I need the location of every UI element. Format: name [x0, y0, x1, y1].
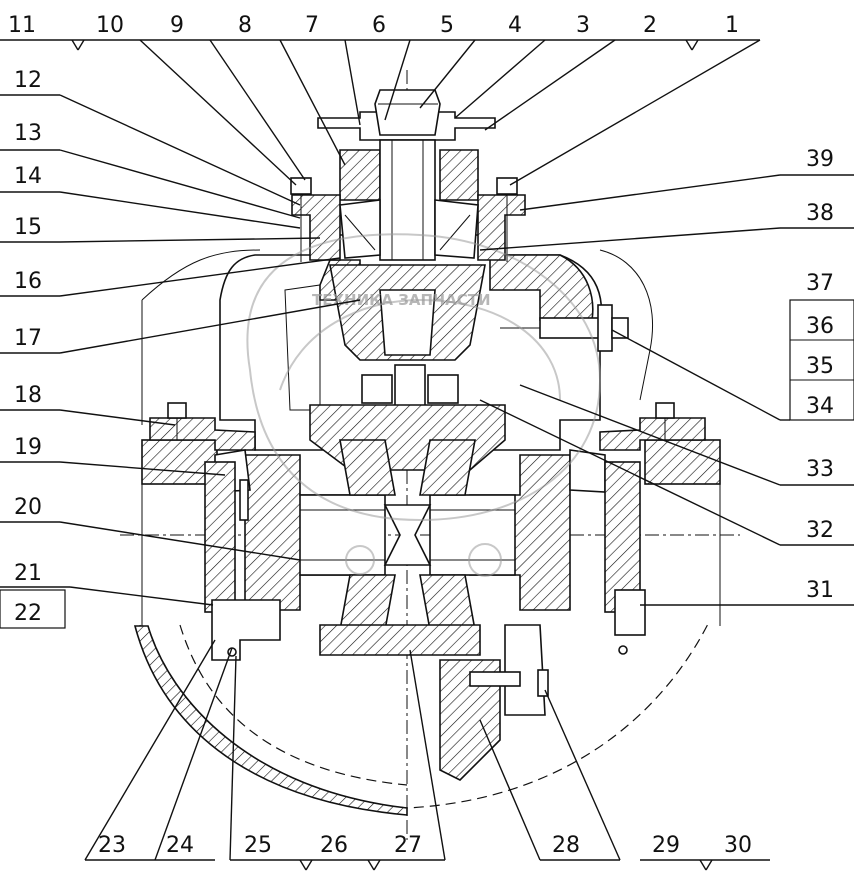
- callout-4: 4: [508, 13, 522, 38]
- callout-36: 36: [806, 314, 834, 339]
- callout-33: 33: [806, 457, 834, 482]
- callout-31: 31: [806, 578, 834, 603]
- callout-12: 12: [14, 68, 42, 93]
- callout-32: 32: [806, 518, 834, 543]
- callout-10: 10: [96, 13, 124, 38]
- callouts-left: 12 13 14 15 16 17 18 19 20 21 22: [14, 68, 42, 626]
- callout-20: 20: [14, 495, 42, 520]
- callout-7: 7: [305, 13, 319, 38]
- callout-18: 18: [14, 383, 42, 408]
- callout-2: 2: [643, 13, 657, 38]
- callout-19: 19: [14, 435, 42, 460]
- callout-13: 13: [14, 121, 42, 146]
- watermark-text: ТЕХНИКА ЗАПЧАСТИ: [312, 291, 491, 309]
- callout-17: 17: [14, 326, 42, 351]
- callout-26: 26: [320, 833, 348, 858]
- callout-38: 38: [806, 201, 834, 226]
- callout-24: 24: [166, 833, 194, 858]
- callout-1: 1: [725, 13, 739, 38]
- callouts-right: 39 38 37 36 35 34 33 32 31: [806, 147, 834, 603]
- callouts-top: 11 10 9 8 7 6 5 4 3 2 1: [8, 13, 739, 38]
- bottom-support: [439, 624, 549, 781]
- callout-11: 11: [8, 13, 36, 38]
- callout-34: 34: [806, 394, 834, 419]
- callouts-bottom: 23 24 25 26 27 28 29 30: [98, 833, 752, 858]
- callout-37: 37: [806, 271, 834, 296]
- callout-6: 6: [372, 13, 386, 38]
- callout-14: 14: [14, 164, 42, 189]
- leader-lines: [0, 39, 854, 871]
- callout-39: 39: [806, 147, 834, 172]
- callout-3: 3: [576, 13, 590, 38]
- callout-5: 5: [440, 13, 454, 38]
- watermark: ТЕХНИКА ЗАПЧАСТИ: [246, 233, 602, 577]
- callout-29: 29: [652, 833, 680, 858]
- callout-25: 25: [244, 833, 272, 858]
- callout-28: 28: [552, 833, 580, 858]
- callout-21: 21: [14, 561, 42, 586]
- callout-35: 35: [806, 354, 834, 379]
- input-pinion-assembly: [290, 89, 526, 411]
- callout-22: 22: [14, 601, 42, 626]
- callout-27: 27: [394, 833, 422, 858]
- callout-30: 30: [724, 833, 752, 858]
- callout-8: 8: [238, 13, 252, 38]
- callout-9: 9: [170, 13, 184, 38]
- callout-23: 23: [98, 833, 126, 858]
- callout-16: 16: [14, 269, 42, 294]
- callout-15: 15: [14, 215, 42, 240]
